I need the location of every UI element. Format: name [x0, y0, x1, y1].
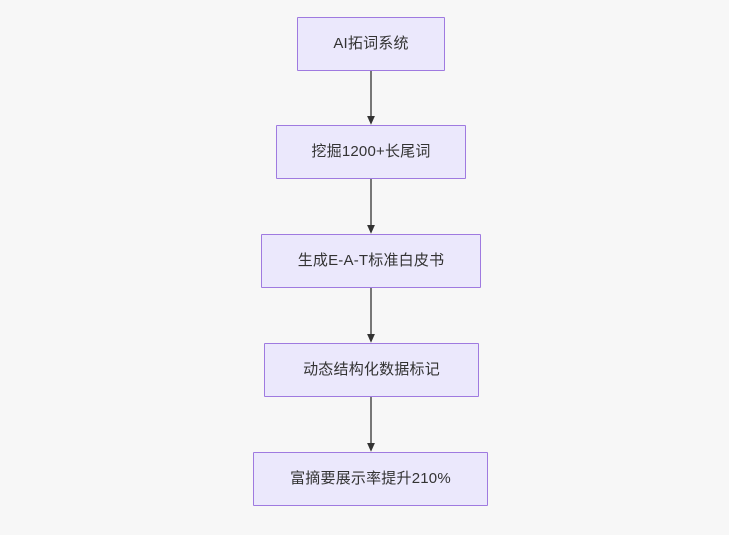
flowchart-node-dynamic-structured-data-markup[interactable]: 动态结构化数据标记 [264, 343, 479, 397]
node-label: 生成E-A-T标准白皮书 [297, 252, 445, 269]
flowchart-node-mine-longtail-keywords[interactable]: 挖掘1200+长尾词 [276, 125, 466, 179]
node-label: AI拓词系统 [333, 35, 409, 52]
node-label: 富摘要展示率提升210% [290, 470, 451, 487]
node-label: 动态结构化数据标记 [303, 361, 440, 378]
node-label: 挖掘1200+长尾词 [311, 143, 431, 160]
flowchart-node-rich-snippet-impression-lift[interactable]: 富摘要展示率提升210% [253, 452, 488, 506]
flowchart-node-generate-eat-whitepaper[interactable]: 生成E-A-T标准白皮书 [261, 234, 481, 288]
flowchart-node-ai-keyword-system[interactable]: AI拓词系统 [297, 17, 445, 71]
